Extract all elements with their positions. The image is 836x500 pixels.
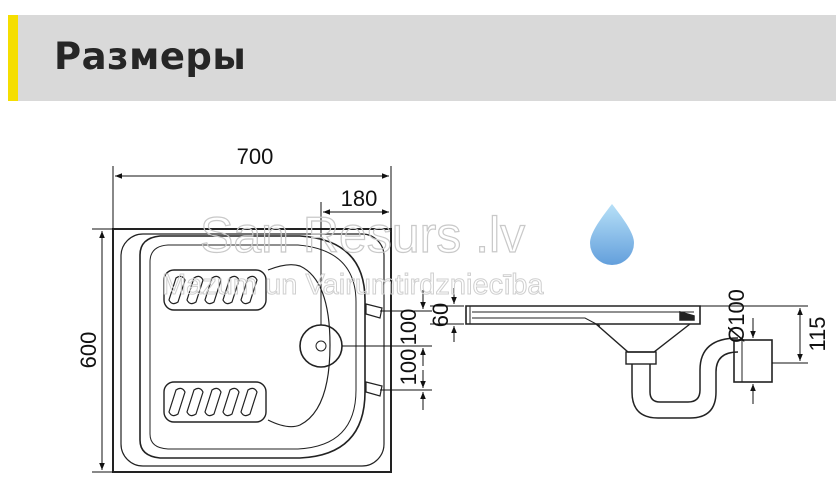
- water-drop-icon: [590, 204, 634, 265]
- watermark-brand: San Resurs .lv: [200, 207, 525, 263]
- dimension-overflow-lower-label: 100: [396, 349, 421, 386]
- section-header: Размеры: [8, 15, 836, 101]
- dimension-bowl-offset-label: 180: [341, 186, 378, 211]
- watermark-subtitle: Mazum un Vairumtirdzniecība: [162, 269, 544, 301]
- side-dimension-lines: [430, 288, 808, 404]
- dimension-side-depth-label: 60: [428, 303, 453, 327]
- dimension-drain-height-label: 115: [805, 316, 830, 351]
- dimension-overflow-upper-label: 100: [396, 309, 421, 346]
- header-accent-bar: [8, 15, 18, 101]
- dimension-height-label: 600: [76, 332, 101, 369]
- dimension-drain-diameter-label: Ø100: [724, 289, 749, 343]
- section-title: Размеры: [54, 35, 247, 78]
- dimension-lines: [92, 166, 432, 473]
- sink-top-view: [112, 228, 392, 473]
- dimension-width-label: 700: [237, 144, 274, 169]
- sink-side-view: [465, 305, 773, 419]
